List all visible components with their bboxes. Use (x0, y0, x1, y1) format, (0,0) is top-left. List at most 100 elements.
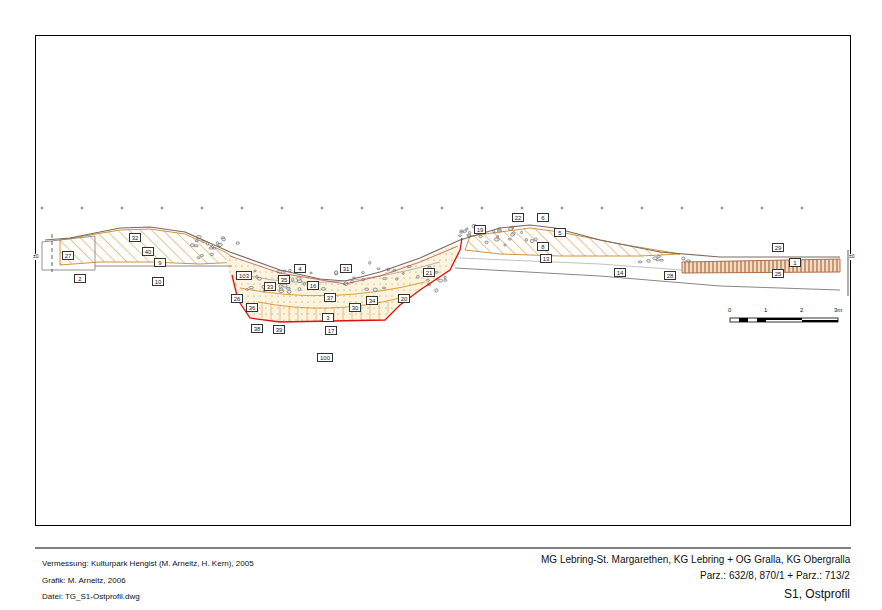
stone (197, 257, 200, 259)
callout-number: 103 (239, 273, 249, 279)
callout-number: 36 (249, 305, 256, 311)
datum-cross (721, 207, 724, 210)
surface-line (45, 225, 840, 281)
layer-boundary (460, 258, 682, 270)
stone (426, 280, 430, 282)
stone (283, 284, 288, 287)
callout-number: 100 (320, 355, 330, 361)
stone (195, 240, 198, 242)
callout-number: 38 (254, 326, 261, 332)
stone (249, 286, 254, 288)
callout-box: 10 (152, 277, 164, 286)
callout-box: 16 (307, 281, 319, 290)
footer-text: S1, Ostprofil (784, 588, 850, 602)
callout-number: 2 (78, 276, 81, 282)
stone (256, 275, 258, 278)
footer-text: Vermessung: Kulturpark Hengist (M. Arnei… (42, 559, 254, 568)
stone (435, 289, 438, 292)
layer-boundary (230, 246, 458, 284)
stone (246, 289, 248, 291)
callout-box: 8 (537, 242, 549, 251)
stone (210, 253, 213, 255)
stone (190, 244, 194, 247)
callout-number: 25 (775, 271, 782, 277)
callout-number: 34 (369, 298, 376, 304)
callout-number: 1 (793, 260, 796, 266)
stone (468, 231, 470, 233)
datum-cross (241, 207, 244, 210)
callout-number: 33 (267, 284, 274, 290)
datum-cross (681, 207, 684, 210)
callout-box: 26 (231, 294, 243, 303)
stone (335, 271, 338, 275)
stone (310, 272, 313, 274)
datum-cross (201, 207, 204, 210)
stone (292, 278, 294, 282)
callout-number: 14 (617, 270, 624, 276)
callout-box: 22 (512, 213, 524, 222)
callout-box: 1 (789, 258, 801, 267)
datum-cross (521, 207, 524, 210)
callout-number: 6 (541, 215, 544, 221)
datum-cross (561, 207, 564, 210)
stone (444, 279, 447, 281)
stone (236, 242, 239, 245)
datum-cross (641, 207, 644, 210)
callout-box: 28 (664, 271, 676, 280)
stone (213, 247, 215, 249)
footer-text: MG Lebring-St. Margarethen, KG Lebring +… (541, 554, 850, 566)
stone (254, 270, 256, 272)
stone (682, 257, 685, 260)
callout-number: 26 (234, 296, 241, 302)
pit-outline (232, 238, 462, 322)
datum-cross (481, 207, 484, 210)
callout-number: 37 (327, 295, 334, 301)
footer-text: Grafik: M. Arneitz, 2006 (42, 576, 126, 585)
callout-number: 35 (281, 277, 288, 283)
callout-box: 39 (273, 325, 285, 334)
scale-bar (766, 318, 802, 320)
callout-number: 32 (132, 235, 139, 241)
stone (373, 288, 377, 291)
scale-bar (757, 318, 766, 322)
callout-number: 17 (328, 328, 335, 334)
callout-number: 27 (65, 253, 72, 259)
datum-cross (761, 207, 764, 210)
scale-label: 0 (728, 307, 731, 314)
stone (463, 230, 467, 233)
stone (647, 259, 651, 262)
scale-label: 2 (800, 307, 803, 314)
callout-box: 3 (322, 313, 334, 322)
stone (659, 259, 663, 261)
callout-number: 4 (298, 266, 301, 272)
stone (279, 290, 284, 292)
level-mark: ±0 (33, 254, 39, 260)
stone (257, 277, 261, 280)
lower-boundary (95, 266, 840, 290)
datum-cross (361, 207, 364, 210)
stone (279, 285, 282, 288)
stone (286, 287, 291, 289)
datum-cross (81, 207, 84, 210)
stone (402, 273, 404, 275)
scale-label: 3m (834, 307, 842, 314)
callout-box: 31 (340, 264, 352, 273)
callout-number: 10 (155, 279, 162, 285)
stone (335, 271, 338, 275)
callout-number: 3 (326, 315, 329, 321)
level-mark: ±0 (849, 254, 855, 260)
callout-number: 29 (775, 245, 782, 251)
datum-cross (121, 207, 124, 210)
stone (458, 235, 461, 237)
stone (369, 261, 371, 264)
stone (466, 228, 468, 230)
stone (382, 287, 385, 289)
datum-cross (41, 207, 44, 210)
callout-box: 4 (294, 264, 306, 273)
callout-box: 5 (554, 228, 566, 237)
stone (287, 290, 291, 293)
callout-box: 6 (537, 213, 549, 222)
stone (656, 259, 658, 261)
stone (200, 255, 204, 257)
callout-number: 40 (145, 249, 152, 255)
